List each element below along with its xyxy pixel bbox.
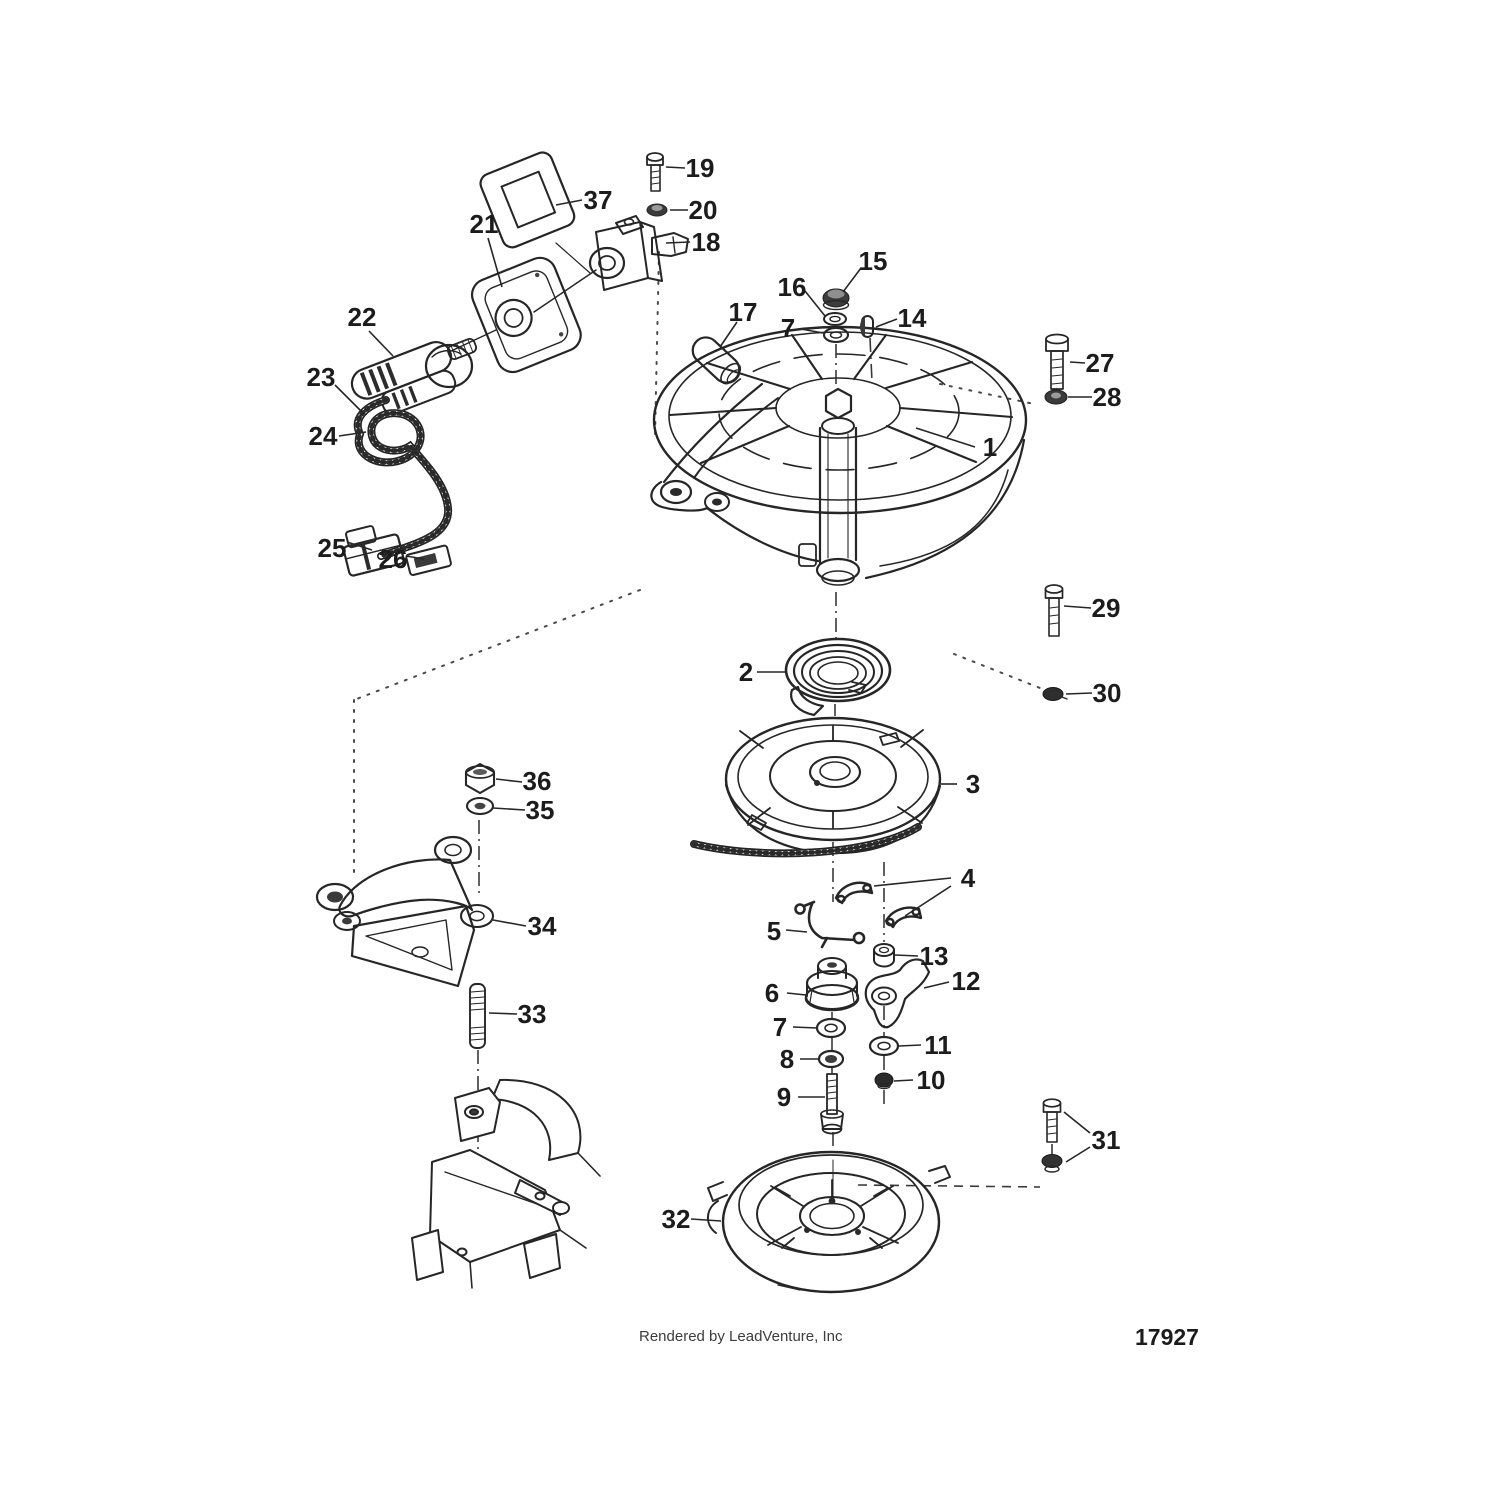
part-19-bolt xyxy=(646,152,664,192)
callout-22[interactable]: 22 xyxy=(348,302,377,332)
engine-block xyxy=(411,1078,601,1289)
part-7-washer-top xyxy=(822,326,850,344)
part-11-washer xyxy=(868,1035,900,1057)
part-31-bolt-washer xyxy=(1041,1098,1063,1173)
callout-33[interactable]: 33 xyxy=(518,999,547,1029)
part-33-stud xyxy=(469,983,486,1049)
part-15-nut xyxy=(822,288,850,311)
part-25-clip xyxy=(342,525,405,577)
render-credit: Rendered by LeadVenture, Inc xyxy=(639,1328,843,1345)
callout-29[interactable]: 29 xyxy=(1092,593,1121,623)
part-16-washer xyxy=(823,312,847,326)
callout-21[interactable]: 21 xyxy=(470,209,499,239)
callout-1[interactable]: 1 xyxy=(983,432,997,462)
part-3-rope-pulley xyxy=(690,716,942,858)
callout-19[interactable]: 19 xyxy=(686,153,715,183)
part-22-handle xyxy=(350,338,478,415)
callout-17[interactable]: 17 xyxy=(729,297,758,327)
part-6-drive-hub xyxy=(804,957,860,1012)
callout-10[interactable]: 10 xyxy=(917,1065,946,1095)
callout-36[interactable]: 36 xyxy=(523,766,552,796)
part-21-plate xyxy=(470,256,582,374)
part-5-link-wire xyxy=(794,900,866,949)
callout-23[interactable]: 23 xyxy=(307,362,336,392)
callout-37[interactable]: 37 xyxy=(584,185,613,215)
callout-8[interactable]: 8 xyxy=(780,1044,794,1074)
part-20-nut xyxy=(646,203,668,217)
callout-2[interactable]: 2 xyxy=(739,657,753,687)
callout-18[interactable]: 18 xyxy=(692,227,721,257)
part-35-washer xyxy=(465,796,495,816)
part-10-clip xyxy=(874,1072,894,1090)
part-36-nut xyxy=(464,762,496,795)
callout-31[interactable]: 31 xyxy=(1092,1125,1121,1155)
part-8-nut xyxy=(817,1049,845,1069)
part-18-anchor-bracket xyxy=(588,215,689,291)
part-28-lock-washer xyxy=(1044,389,1068,405)
callout-25[interactable]: 25 xyxy=(318,533,347,563)
leader-lines xyxy=(334,166,1093,1222)
part-17-roller xyxy=(691,336,742,385)
callout-15[interactable]: 15 xyxy=(859,246,888,276)
callout-26[interactable]: 26 xyxy=(379,544,408,574)
part-32-starter-cup xyxy=(707,1150,951,1294)
callout-34[interactable]: 34 xyxy=(528,911,557,941)
part-26-clip xyxy=(405,544,452,576)
callout-24[interactable]: 24 xyxy=(309,421,338,451)
pulley-rope xyxy=(690,823,922,858)
part-9-bolt xyxy=(820,1073,844,1135)
callout-11[interactable]: 11 xyxy=(924,1030,952,1060)
part-37-pad xyxy=(479,151,576,249)
part-30-fastener xyxy=(1042,687,1068,701)
callout-16[interactable]: 16 xyxy=(778,272,807,302)
part-13-bushing xyxy=(873,943,895,968)
callout-28[interactable]: 28 xyxy=(1093,382,1122,412)
callout-3[interactable]: 3 xyxy=(966,769,980,799)
callout-7-top[interactable]: 7 xyxy=(781,313,795,343)
callout-27[interactable]: 27 xyxy=(1086,348,1115,378)
part-34-bracket xyxy=(315,835,495,988)
part-14-pin xyxy=(860,315,874,338)
part-23-24-rope xyxy=(353,396,453,560)
callout-14[interactable]: 14 xyxy=(898,303,927,333)
callout-4[interactable]: 4 xyxy=(961,863,976,893)
callout-35[interactable]: 35 xyxy=(526,795,555,825)
callout-6[interactable]: 6 xyxy=(765,978,779,1008)
callout-5[interactable]: 5 xyxy=(767,916,781,946)
callout-20[interactable]: 20 xyxy=(689,195,718,225)
callout-30[interactable]: 30 xyxy=(1093,678,1122,708)
part-12-pawl-cam xyxy=(864,958,931,1029)
callout-9[interactable]: 9 xyxy=(777,1082,791,1112)
part-7-washer-lower xyxy=(815,1017,847,1039)
callout-7-lower[interactable]: 7 xyxy=(773,1012,787,1042)
callout-32[interactable]: 32 xyxy=(662,1204,691,1234)
part-4-pawl-springs xyxy=(834,881,923,929)
part-1-recoil-housing xyxy=(650,325,1028,586)
diagram-number: 17927 xyxy=(1135,1324,1199,1350)
callout-12[interactable]: 12 xyxy=(952,966,981,996)
part-27-bolt xyxy=(1045,333,1069,390)
part-2-starter-spring xyxy=(784,637,892,717)
callout-13[interactable]: 13 xyxy=(920,941,949,971)
part-29-bolt xyxy=(1044,584,1064,637)
